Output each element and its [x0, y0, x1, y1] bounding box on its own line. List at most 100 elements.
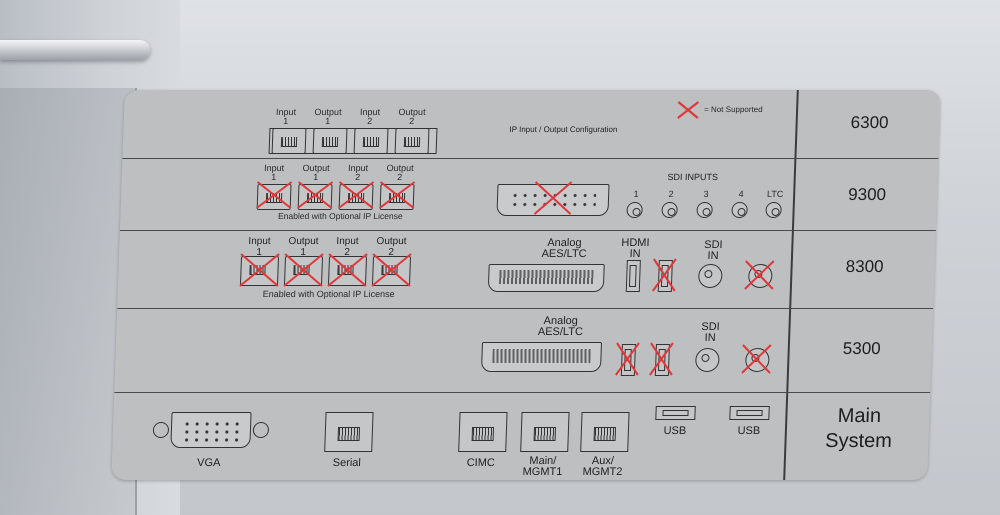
ip-config-title: IP Input / Output Configuration — [509, 125, 618, 134]
row-main-system: VGA Serial CIMC Main/MGMT1 Aux/MGMT2 USB… — [111, 392, 930, 480]
ip-output-1-port — [283, 256, 324, 286]
ip-input-1-port — [256, 184, 292, 210]
usb-port-1[interactable] — [655, 406, 696, 420]
connector-pins — [499, 270, 594, 284]
analog-aes-ltc-connector[interactable] — [487, 264, 605, 292]
ip-output-2-port — [379, 184, 415, 210]
ip-output-1-port[interactable] — [312, 128, 348, 154]
ip-license-note: Enabled with Optional IP License — [277, 211, 403, 221]
model-main-line-1: Main — [837, 405, 882, 427]
aux-mgmt2-port[interactable] — [580, 412, 630, 452]
ip-input-1-port[interactable] — [271, 128, 307, 154]
model-9300: 9300 — [847, 185, 887, 204]
model-5300: 5300 — [842, 339, 882, 358]
sdi-input-label: 4 — [738, 189, 744, 199]
sdi-bnc-unsupported — [747, 264, 773, 288]
port-label-top: Input — [336, 236, 359, 247]
sdi-input-2-bnc[interactable] — [661, 202, 678, 218]
chassis-handle — [0, 40, 150, 60]
ip-input-2-port — [327, 256, 368, 286]
serial-label: Serial — [332, 457, 362, 469]
analog-label-line-2: AES/LTC — [537, 326, 584, 338]
port-label-top: Output — [376, 236, 407, 247]
hdmi-port-unsupported — [657, 260, 673, 292]
main-mgmt1-label: Main/MGMT1 — [513, 455, 572, 478]
ip-output-2-port — [371, 256, 412, 286]
hdmi-in-port[interactable] — [625, 260, 641, 292]
mgmt2-pins — [593, 427, 617, 441]
ip-input-2-port[interactable] — [353, 128, 389, 154]
sdi-input-3-bnc[interactable] — [696, 202, 713, 218]
analog-aes-ltc-connector[interactable] — [480, 342, 603, 372]
port-label-bottom: 1 — [283, 116, 289, 126]
port-label-top: Input — [248, 236, 271, 247]
vga-screw-right — [252, 422, 270, 438]
serial-pins — [337, 427, 361, 441]
cimc-port[interactable] — [458, 412, 508, 452]
not-supported-legend: = Not Supported — [703, 105, 763, 114]
connector-pins — [492, 349, 591, 363]
cimc-pins — [471, 427, 495, 441]
main-mgmt1-port[interactable] — [520, 412, 570, 452]
mgmt2-label-line-2: MGMT2 — [582, 466, 623, 478]
model-8300: 8300 — [845, 257, 884, 276]
mgmt1-label-line-2: MGMT1 — [522, 466, 563, 478]
port-label-bottom: 2 — [397, 172, 403, 182]
port-label-bottom: 2 — [355, 172, 361, 182]
vga-pins — [181, 420, 241, 442]
ip-license-note: Enabled with Optional IP License — [262, 289, 395, 299]
ltc-bnc[interactable] — [765, 202, 782, 218]
db15-connector — [496, 184, 610, 216]
vga-port[interactable] — [170, 412, 252, 448]
sdi-in-bnc[interactable] — [697, 264, 723, 288]
model-main-line-2: System — [824, 430, 893, 452]
sdi-inputs-title: SDI INPUTS — [667, 172, 719, 182]
sdi-input-label: 1 — [633, 189, 639, 199]
sdi-input-label: 2 — [668, 189, 674, 199]
sdi-bnc-unsupported — [744, 348, 770, 372]
port-label-bottom: 1 — [271, 172, 277, 182]
sdi-input-4-bnc[interactable] — [731, 202, 748, 218]
vga-screw-left — [152, 422, 170, 438]
vga-label: VGA — [196, 457, 221, 469]
sdi-label-line-2: IN — [704, 332, 716, 344]
port-label-bottom: 2 — [409, 116, 415, 126]
usb-port-2[interactable] — [729, 406, 770, 420]
hdmi-port-unsupported — [654, 344, 670, 376]
cimc-label: CIMC — [466, 457, 496, 469]
ip-output-2-port[interactable] — [394, 128, 430, 154]
sdi-input-label: 3 — [703, 189, 709, 199]
port-label-top: Output — [288, 236, 319, 247]
aux-mgmt2-label: Aux/MGMT2 — [573, 455, 632, 478]
hdmi-label-line-2: IN — [629, 248, 641, 260]
usb-label-1: USB — [663, 425, 687, 437]
sdi-input-1-bnc[interactable] — [626, 202, 643, 218]
sdi-in-bnc[interactable] — [694, 348, 720, 372]
ip-input-2-port — [338, 184, 374, 210]
x-legend-icon — [677, 101, 700, 119]
port-label-bottom: 1 — [313, 172, 319, 182]
ltc-label: LTC — [766, 189, 784, 199]
analog-label-line-2: AES/LTC — [541, 248, 587, 260]
serial-port[interactable] — [324, 412, 374, 452]
